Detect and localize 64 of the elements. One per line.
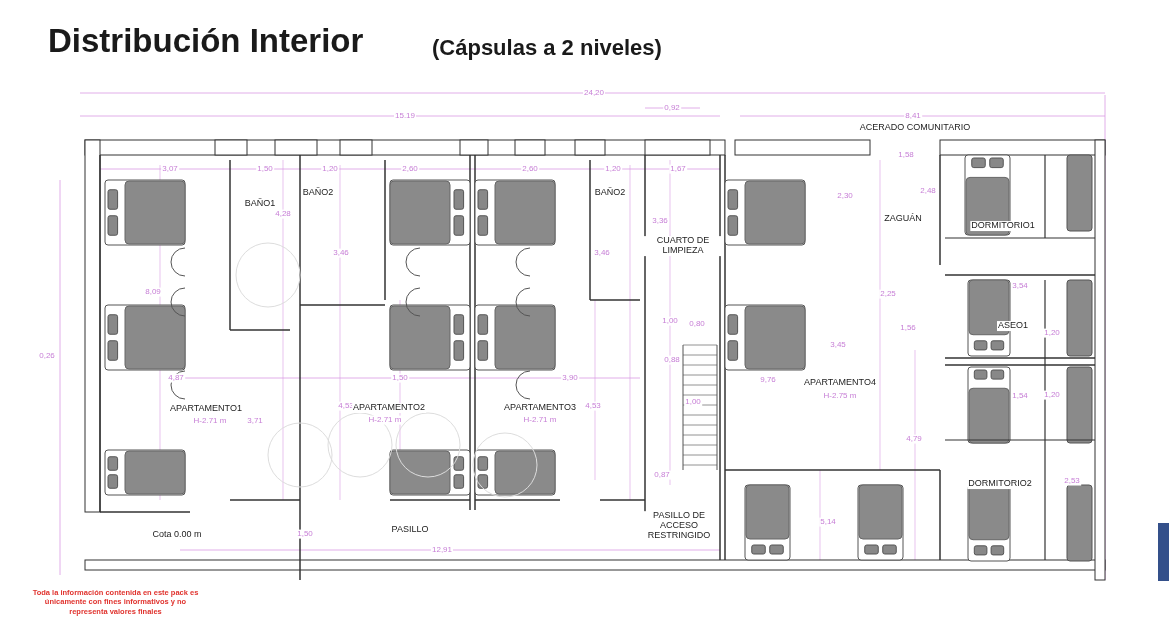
dimension-label: 1,58 bbox=[897, 150, 915, 160]
dimension-label: H-2.71 m bbox=[367, 415, 403, 425]
dimension-label: 2,60 bbox=[401, 164, 419, 174]
dimension-label: 4,87 bbox=[167, 373, 185, 383]
room-label: BAÑO2 bbox=[593, 188, 627, 198]
room-label: ASEO1 bbox=[997, 321, 1029, 331]
room-label: APARTAMENTO1 bbox=[169, 404, 243, 414]
dimension-label: H-2.75 m bbox=[822, 391, 858, 401]
dimension-label: 4,79 bbox=[905, 434, 923, 444]
dimension-label: 1,20 bbox=[321, 164, 339, 174]
dimension-label: 15.19 bbox=[394, 111, 416, 121]
dimension-label: 4,53 bbox=[584, 401, 602, 411]
dimension-label: 3,45 bbox=[829, 340, 847, 350]
dimension-label: 1,50 bbox=[256, 164, 274, 174]
dimension-label: 0,80 bbox=[688, 319, 706, 329]
room-label: PASILLO bbox=[390, 525, 430, 535]
dimension-label: 0,88 bbox=[663, 355, 681, 365]
dimension-label: 1,50 bbox=[296, 529, 314, 539]
dimension-label: 0,87 bbox=[653, 470, 671, 480]
dimension-label: 1,20 bbox=[604, 164, 622, 174]
dimension-label: H-2.71 m bbox=[192, 416, 228, 426]
dimension-label: 3,54 bbox=[1011, 281, 1029, 291]
room-label: BAÑO1 bbox=[243, 199, 277, 209]
dimension-label: 4,28 bbox=[274, 209, 292, 219]
dimension-label: 0,92 bbox=[663, 103, 681, 113]
dimension-label: H-2.71 m bbox=[522, 415, 558, 425]
dimension-label: 1,54 bbox=[1011, 391, 1029, 401]
dimension-label: 2,60 bbox=[521, 164, 539, 174]
title: Distribución Interior bbox=[48, 22, 364, 60]
dimension-label: 1,20 bbox=[1043, 390, 1061, 400]
dimension-label: 9,76 bbox=[759, 375, 777, 385]
dimension-label: 1,56 bbox=[899, 323, 917, 333]
room-label: BAÑO2 bbox=[301, 188, 335, 198]
dimension-label: 8,09 bbox=[144, 287, 162, 297]
dimension-label: 3,71 bbox=[246, 416, 264, 426]
room-label: ACERADO COMUNITARIO bbox=[858, 123, 972, 133]
room-label: DORMITORIO2 bbox=[967, 479, 1033, 489]
dimension-label: 2,30 bbox=[836, 191, 854, 201]
dimension-label: 3,46 bbox=[332, 248, 350, 258]
dimension-label: 1,20 bbox=[1043, 328, 1061, 338]
room-label: APARTAMENTO2 bbox=[352, 403, 426, 413]
dimension-label: 3,90 bbox=[561, 373, 579, 383]
dimension-label: 12,91 bbox=[431, 545, 453, 555]
room-label: DORMITORIO1 bbox=[970, 221, 1036, 231]
dimension-label: 1,50 bbox=[391, 373, 409, 383]
dimension-label: 5,14 bbox=[819, 517, 837, 527]
room-label: CUARTO DE LIMPIEZA bbox=[643, 236, 723, 256]
room-label: Cota 0.00 m bbox=[151, 530, 203, 540]
room-label: APARTAMENTO4 bbox=[803, 378, 877, 388]
dimension-label: 0,26 bbox=[38, 351, 56, 361]
dimension-label: 3,36 bbox=[651, 216, 669, 226]
dimension-label: 2,53 bbox=[1063, 476, 1081, 486]
room-label: ZAGUÁN bbox=[883, 214, 923, 224]
dimension-label: 8,41 bbox=[904, 111, 922, 121]
dimension-label: 2,25 bbox=[879, 289, 897, 299]
dimension-label: 24,20 bbox=[583, 88, 605, 98]
subtitle: (Cápsulas a 2 niveles) bbox=[432, 35, 662, 61]
dimension-label: 2,48 bbox=[919, 186, 937, 196]
room-label: APARTAMENTO3 bbox=[503, 403, 577, 413]
dimension-label: 1,00 bbox=[684, 397, 702, 407]
dimension-label: 3,07 bbox=[161, 164, 179, 174]
dimension-label: 1,67 bbox=[669, 164, 687, 174]
dimension-label: 3,46 bbox=[593, 248, 611, 258]
dimension-label: 1,00 bbox=[661, 316, 679, 326]
